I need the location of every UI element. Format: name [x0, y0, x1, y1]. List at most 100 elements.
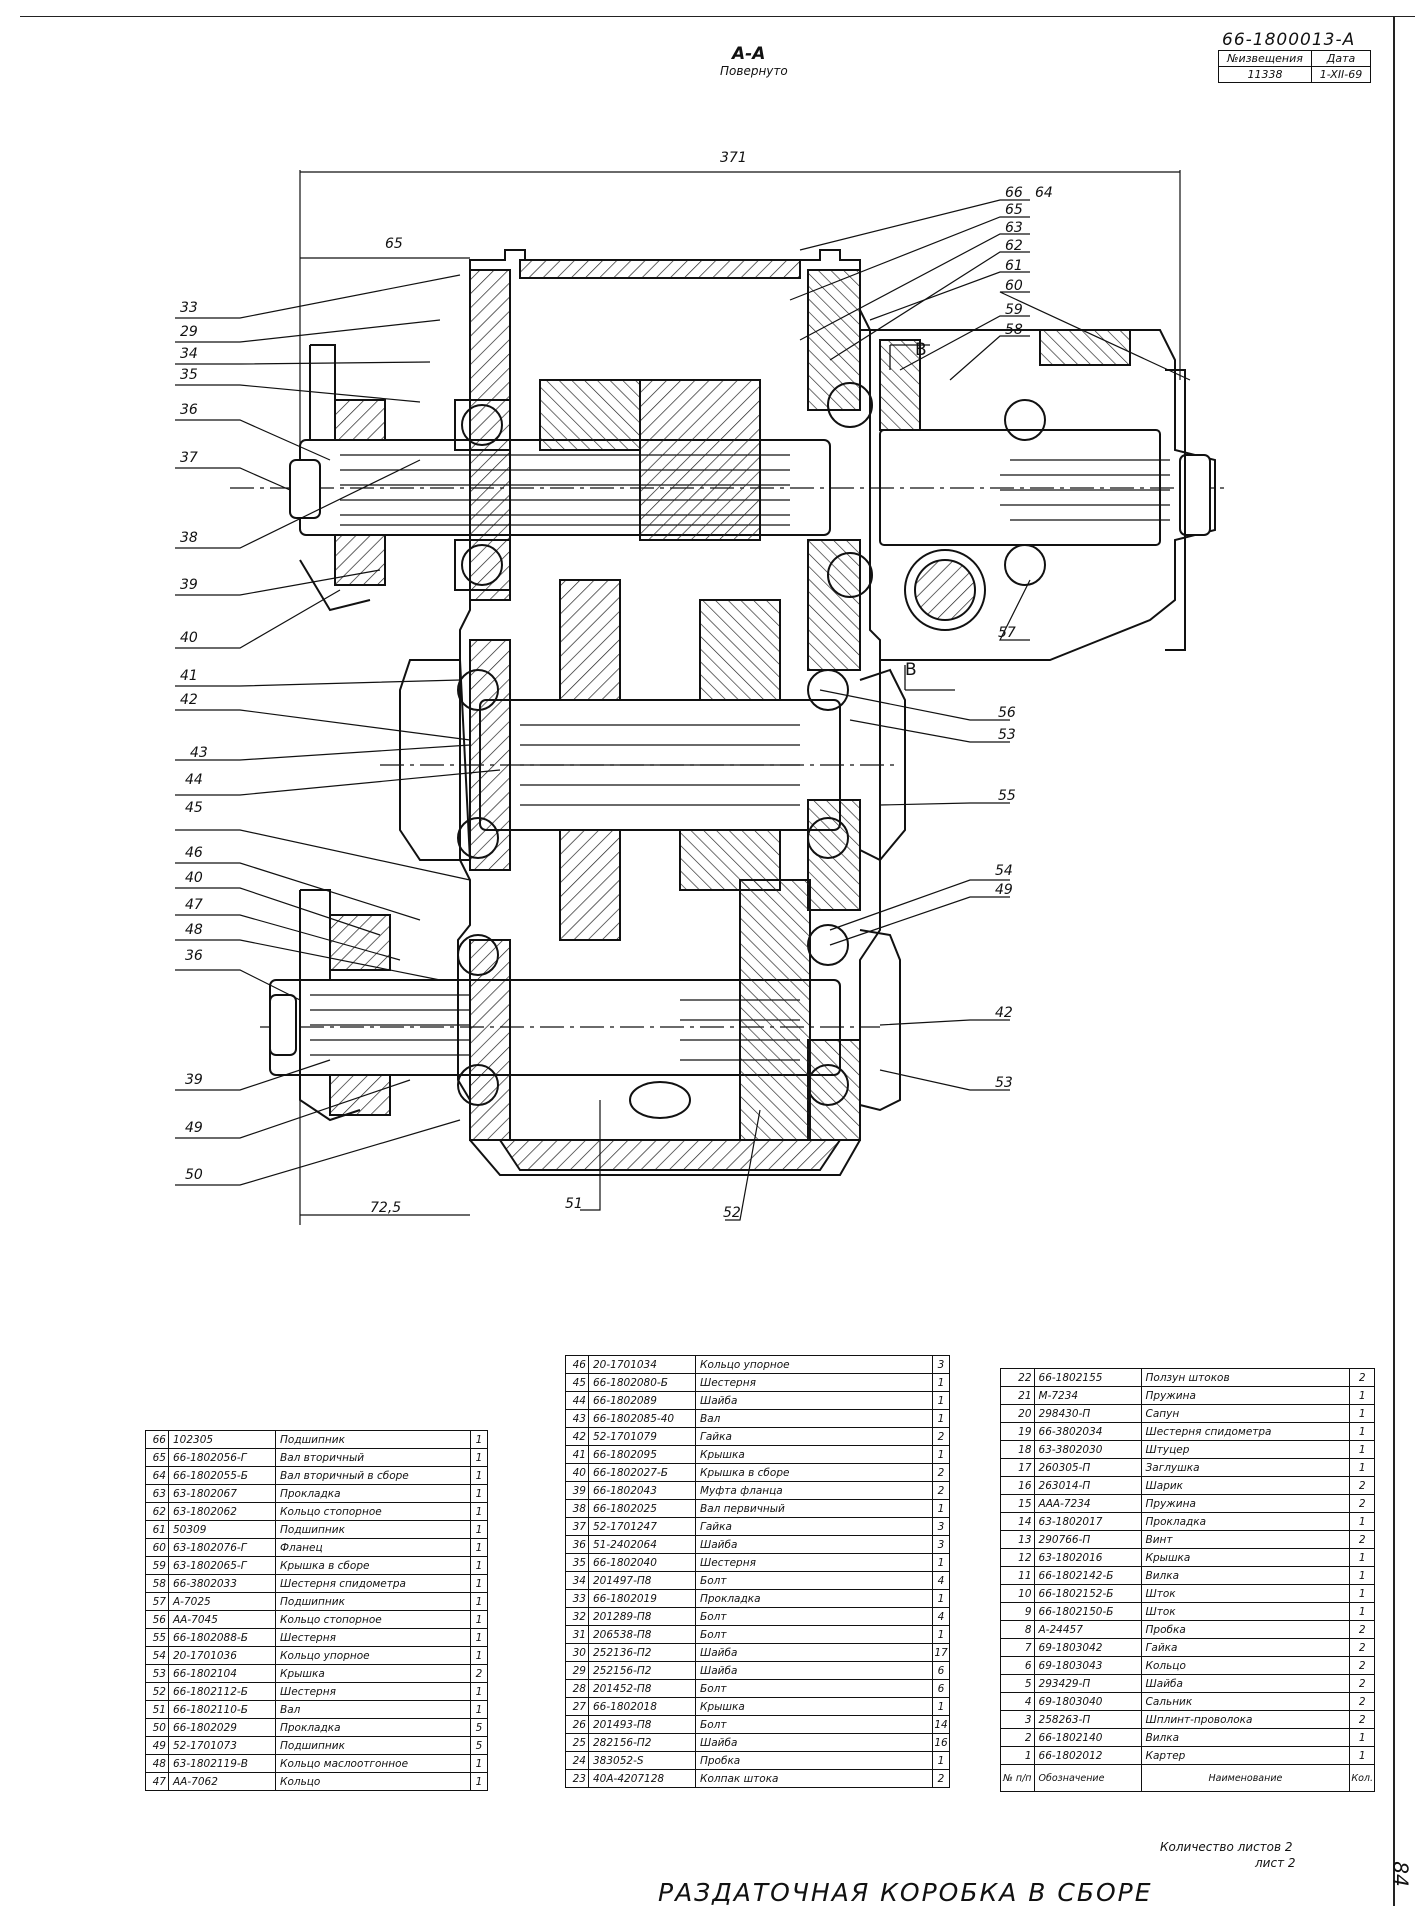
sheet-info-count: Количество листов 2: [1160, 1840, 1293, 1854]
section-subtitle: Повернуто: [720, 64, 788, 78]
parts-cell-qty: 1: [1349, 1458, 1375, 1477]
parts-cell-qty: 1: [470, 1484, 488, 1503]
callout-49: 49: [185, 1120, 203, 1136]
parts-cell-n: 44: [565, 1391, 589, 1410]
parts-cell-n: 29: [565, 1661, 589, 1680]
parts-cell-qty: 14: [932, 1715, 950, 1734]
parts-cell-qty: 1: [470, 1574, 488, 1593]
parts-cell-name: Крышка: [695, 1697, 933, 1716]
parts-cell-n: 10: [1000, 1584, 1035, 1603]
parts-cell-name: Гайка: [695, 1427, 933, 1446]
parts-cell-code: 52-1701079: [588, 1427, 696, 1446]
parts-cell-code: 20-1701034: [588, 1355, 696, 1374]
parts-cell-qty: 2: [932, 1769, 950, 1788]
parts-cell-n: 47: [145, 1772, 169, 1791]
parts-cell-code: АА-7062: [168, 1772, 276, 1791]
parts-cell-name: Ползун штоков: [1140, 1368, 1351, 1387]
parts-cell-code: ААА-7234: [1033, 1494, 1142, 1513]
parts-cell-name: Вилка: [1140, 1566, 1351, 1585]
parts-cell-qty: 4: [932, 1571, 950, 1590]
parts-cell-qty: 1: [470, 1772, 488, 1791]
parts-cell-code: 206538-П8: [588, 1625, 696, 1644]
callout-56: 56: [998, 705, 1016, 721]
callout-62: 62: [1005, 238, 1023, 254]
callout-41: 41: [180, 668, 198, 684]
parts-cell-qty: 1: [932, 1373, 950, 1392]
parts-cell-qty: 1: [470, 1448, 488, 1467]
doc-code: 66-1800013-А: [1222, 30, 1356, 50]
parts-cell-name: Заглушка: [1140, 1458, 1351, 1477]
parts-cell-qty: 3: [932, 1517, 950, 1536]
parts-cell-code: 66-1802080-Б: [588, 1373, 696, 1392]
parts-cell-code: 66-3802033: [168, 1574, 276, 1593]
parts-cell-code: 66-3802034: [1033, 1422, 1142, 1441]
parts-cell-n: 16: [1000, 1476, 1035, 1495]
parts-cell-name: Колпак штока: [695, 1769, 933, 1788]
parts-cell-qty: 3: [932, 1355, 950, 1374]
callout-63: 63: [1005, 220, 1023, 236]
parts-header-qty: Кол.: [1349, 1764, 1375, 1792]
parts-cell-name: Кольцо стопорное: [275, 1502, 471, 1521]
parts-cell-name: Болт: [695, 1715, 933, 1734]
parts-cell-n: 53: [145, 1664, 169, 1683]
parts-cell-n: 15: [1000, 1494, 1035, 1513]
parts-cell-name: Гайка: [1140, 1638, 1351, 1657]
parts-cell-code: 66-1802112-Б: [168, 1682, 276, 1701]
parts-cell-qty: 1: [470, 1682, 488, 1701]
parts-cell-name: Вал первичный: [695, 1499, 933, 1518]
parts-cell-code: 69-1803040: [1033, 1692, 1142, 1711]
parts-cell-code: 260305-П: [1033, 1458, 1142, 1477]
parts-cell-qty: 1: [1349, 1404, 1375, 1423]
parts-cell-code: 69-1803042: [1033, 1638, 1142, 1657]
parts-cell-code: 66-1802142-Б: [1033, 1566, 1142, 1585]
parts-cell-code: 252136-П2: [588, 1643, 696, 1662]
callout-64: 64: [1035, 185, 1053, 201]
parts-cell-qty: 2: [1349, 1656, 1375, 1675]
parts-cell-n: 22: [1000, 1368, 1035, 1387]
parts-cell-n: 13: [1000, 1530, 1035, 1549]
parts-cell-code: 66-1802025: [588, 1499, 696, 1518]
parts-cell-code: 66-1802089: [588, 1391, 696, 1410]
callout-59: 59: [1005, 302, 1023, 318]
parts-cell-name: Шайба: [695, 1535, 933, 1554]
callout-53: 53: [998, 727, 1016, 743]
parts-cell-n: 25: [565, 1733, 589, 1752]
parts-cell-code: 52-1701247: [588, 1517, 696, 1536]
parts-header-n: № п/п: [1000, 1764, 1035, 1792]
parts-cell-code: 51-2402064: [588, 1535, 696, 1554]
parts-cell-qty: 1: [932, 1589, 950, 1608]
parts-cell-name: Шплинт-проволока: [1140, 1710, 1351, 1729]
parts-cell-name: Шестерня: [275, 1628, 471, 1647]
parts-cell-name: Подшипник: [275, 1520, 471, 1539]
parts-cell-n: 52: [145, 1682, 169, 1701]
parts-cell-code: 66-1802043: [588, 1481, 696, 1500]
parts-cell-name: Шайба: [695, 1733, 933, 1752]
callout-40: 40: [180, 630, 198, 646]
parts-cell-qty: 2: [1349, 1494, 1375, 1513]
parts-cell-code: 66-1802088-Б: [168, 1628, 276, 1647]
parts-cell-n: 24: [565, 1751, 589, 1770]
callout-37: 37: [180, 450, 198, 466]
stamp-col2-value: 1-XII-69: [1311, 66, 1371, 83]
parts-cell-n: 17: [1000, 1458, 1035, 1477]
parts-cell-qty: 2: [932, 1481, 950, 1500]
parts-header-code: Обозначение: [1033, 1764, 1142, 1792]
callout-33: 33: [180, 300, 198, 316]
